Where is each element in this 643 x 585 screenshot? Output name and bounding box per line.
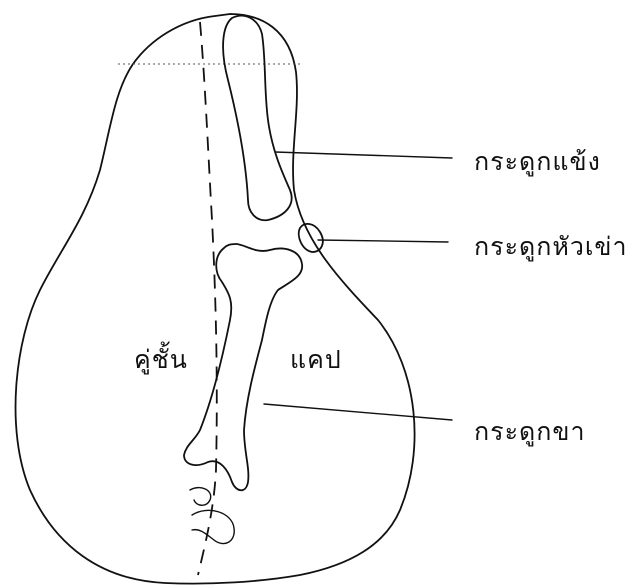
- label-femur: กระดูกแข้ง: [474, 142, 601, 182]
- tibia-bone: [184, 244, 302, 490]
- seam-dashed-line: [198, 22, 217, 575]
- leader-line-patella: [318, 240, 448, 242]
- hock-curve-2: [192, 510, 234, 543]
- label-topside: คู่ชั้น: [134, 340, 188, 380]
- leader-line-tibia: [264, 404, 452, 420]
- label-flank: แคป: [290, 340, 342, 380]
- leader-line-femur: [275, 152, 452, 158]
- label-patella: กระดูกหัวเข่า: [474, 227, 628, 267]
- femur-bone: [223, 16, 292, 221]
- label-tibia: กระดูกขา: [474, 412, 586, 452]
- hock-curve-1: [190, 488, 211, 506]
